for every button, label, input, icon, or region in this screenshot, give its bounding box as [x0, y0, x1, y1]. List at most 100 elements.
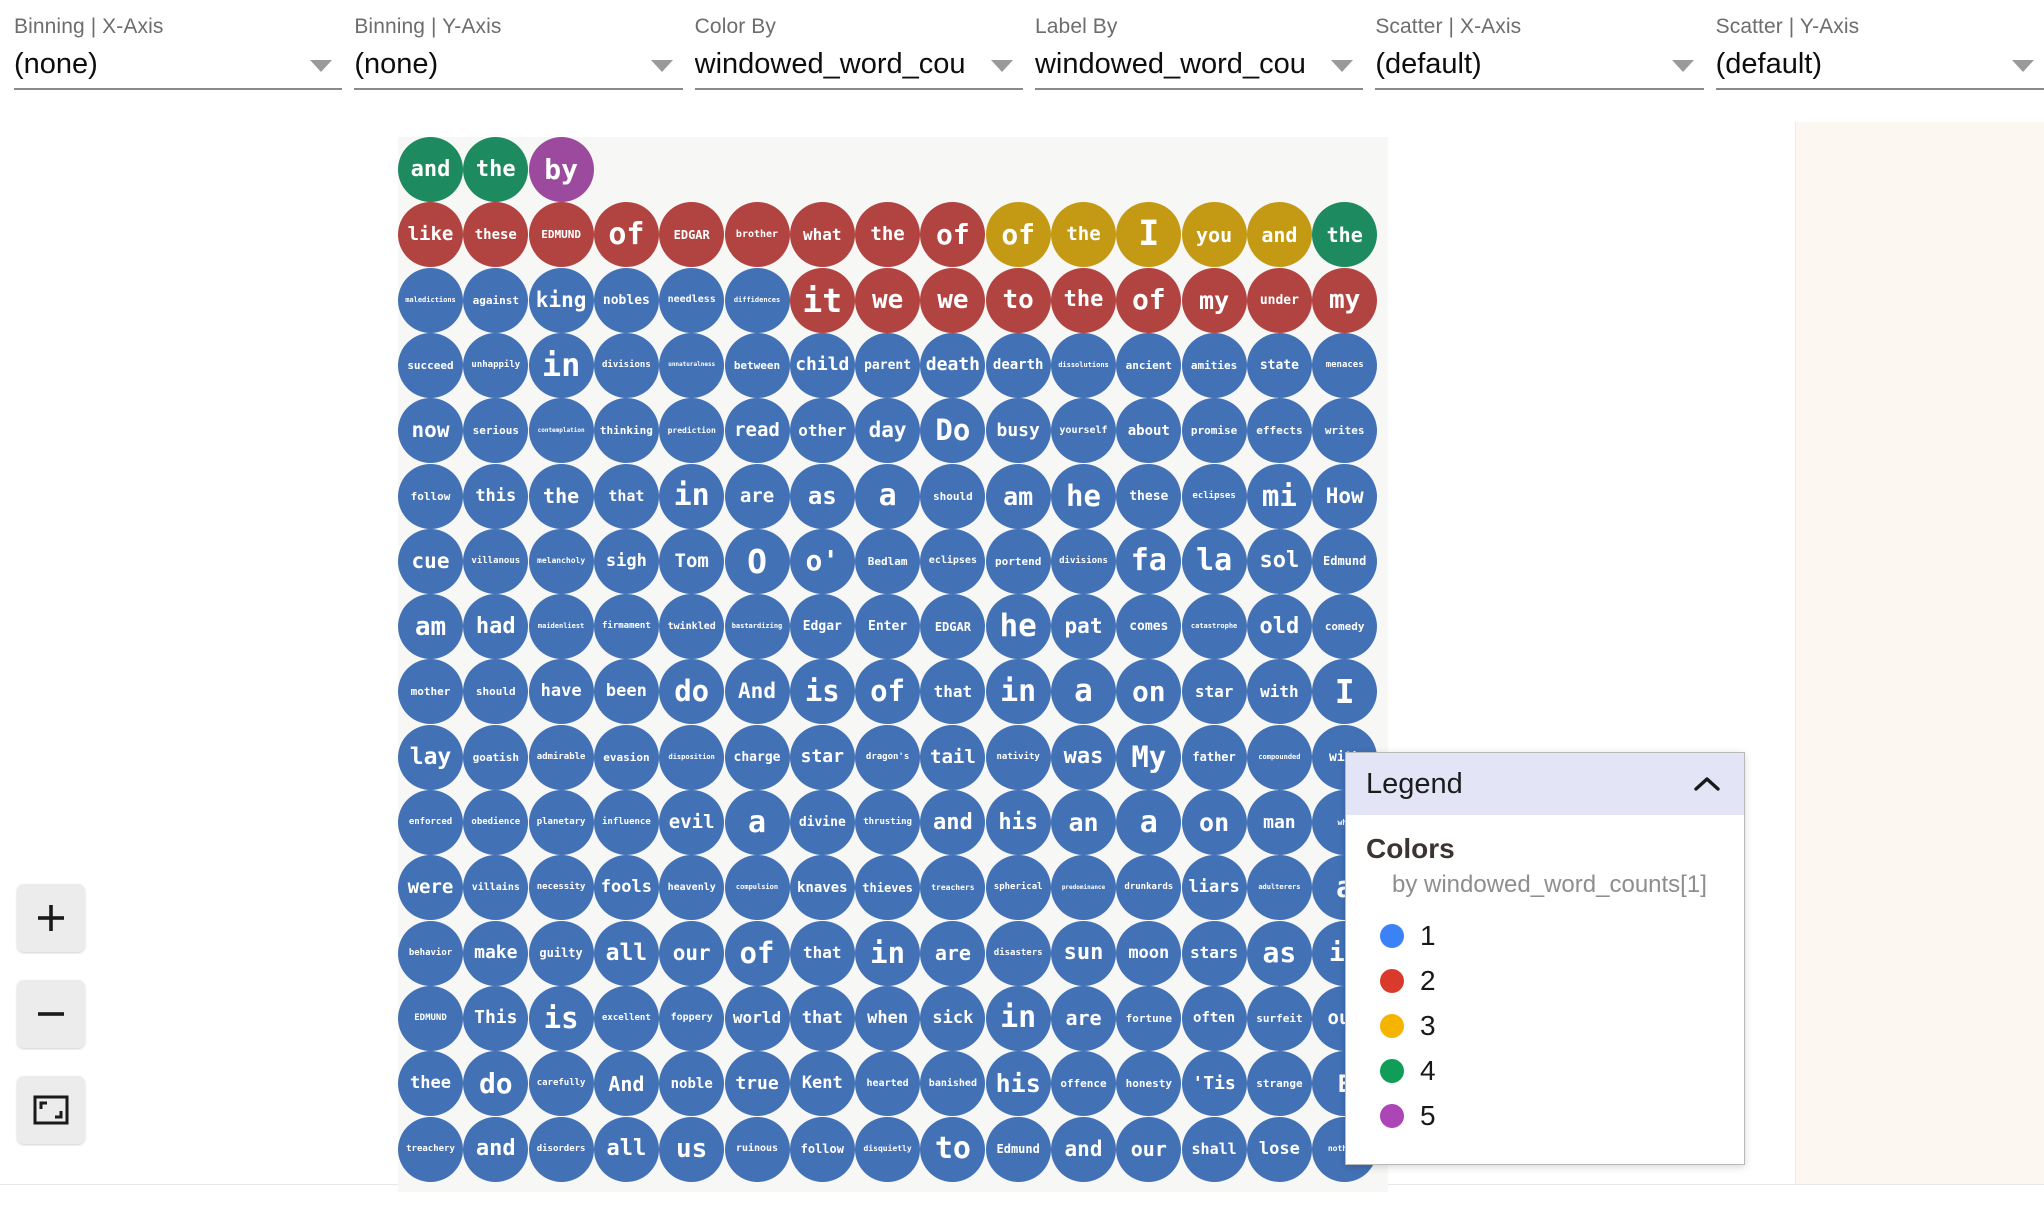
bubble-node[interactable]: about	[1116, 398, 1182, 464]
bubble-node[interactable]: thieves	[855, 855, 921, 921]
bubble-node[interactable]: this	[463, 463, 529, 529]
control-select[interactable]: windowed_word_counts[1]	[694, 40, 1023, 90]
chevron-down-icon[interactable]	[990, 60, 1013, 72]
bubble-node[interactable]: all	[593, 1116, 659, 1182]
bubble-node[interactable]: true	[724, 1051, 790, 1117]
bubble-node[interactable]: This	[463, 985, 529, 1051]
bubble-node[interactable]: admirable	[528, 724, 594, 790]
bubble-node[interactable]: these	[1116, 463, 1182, 529]
bubble-node[interactable]: we	[920, 267, 986, 333]
bubble-node[interactable]: liars	[1181, 855, 1247, 921]
bubble-node[interactable]: as	[1246, 920, 1312, 986]
bubble-node[interactable]: under	[1246, 267, 1312, 333]
bubble-node[interactable]: Edgar	[789, 594, 855, 660]
bubble-node[interactable]: our	[1116, 1116, 1182, 1182]
bubble-node[interactable]: Do	[920, 398, 986, 464]
control-scatter-y-axis[interactable]: Scatter | Y-Axis(default)	[1715, 14, 2044, 90]
bubble-node[interactable]: 'Tis	[1181, 1051, 1247, 1117]
bubble-node[interactable]: foppery	[659, 985, 725, 1051]
bubble-node[interactable]: predominance	[1051, 855, 1116, 921]
bubble-node[interactable]: How	[1312, 463, 1378, 529]
bubble-node[interactable]: when	[855, 985, 921, 1051]
bubble-node[interactable]: do	[659, 659, 725, 725]
bubble-node[interactable]: that	[920, 659, 986, 725]
control-select[interactable]: (default)	[1715, 40, 2044, 90]
bubble-node[interactable]: contemplation	[528, 398, 594, 464]
bubble-node[interactable]: of	[724, 920, 790, 986]
bubble-node[interactable]: are	[920, 920, 986, 986]
bubble-node[interactable]: promise	[1181, 398, 1247, 464]
bubble-node[interactable]: pat	[1051, 594, 1116, 660]
bubble-node[interactable]: of	[920, 202, 986, 268]
bubble-node[interactable]: it	[789, 267, 855, 333]
bubble-node[interactable]: disorders	[528, 1116, 594, 1182]
bubble-node[interactable]: banished	[920, 1051, 986, 1117]
bubble-node[interactable]: fortune	[1116, 985, 1182, 1051]
bubble-node[interactable]: disquietly	[855, 1116, 921, 1182]
bubble-node[interactable]: that	[593, 463, 659, 529]
bubble-node[interactable]: as	[789, 463, 855, 529]
fit-to-screen-button[interactable]	[17, 1076, 85, 1144]
bubble-node[interactable]: twinkled	[659, 594, 725, 660]
control-select[interactable]: (none)	[14, 40, 343, 90]
bubble-node[interactable]: adulterers	[1246, 855, 1312, 921]
bubble-node[interactable]: star	[1181, 659, 1247, 725]
bubble-node[interactable]: prediction	[659, 398, 725, 464]
bubble-node[interactable]: shall	[1181, 1116, 1247, 1182]
legend-header[interactable]: Legend	[1346, 753, 1744, 815]
bubble-node[interactable]: a	[1051, 659, 1116, 725]
bubble-node[interactable]: treachery	[398, 1116, 463, 1182]
bubble-node[interactable]: knaves	[789, 855, 855, 921]
bubble-node[interactable]: in	[855, 920, 921, 986]
bubble-node[interactable]: necessity	[528, 855, 594, 921]
bubble-node[interactable]: state	[1246, 332, 1312, 398]
bubble-node[interactable]: star	[789, 724, 855, 790]
bubble-node[interactable]: fools	[593, 855, 659, 921]
bubble-node[interactable]: bastardizing	[724, 594, 790, 660]
bubble-node[interactable]: a	[1116, 790, 1182, 855]
bubble-node[interactable]: on	[1116, 659, 1182, 725]
bubble-node[interactable]: you	[1181, 202, 1247, 268]
bubble-node[interactable]: like	[398, 202, 463, 268]
bubble-node[interactable]: should	[920, 463, 986, 529]
bubble-node[interactable]: is	[528, 985, 594, 1051]
bubble-node[interactable]: and	[1246, 202, 1312, 268]
bubble-node[interactable]: nativity	[985, 724, 1051, 790]
bubble-node[interactable]: I	[1116, 202, 1182, 268]
bubble-node[interactable]: la	[1181, 528, 1247, 594]
bubble-node[interactable]: thinking	[593, 398, 659, 464]
control-binning-x-axis[interactable]: Binning | X-Axis(none)	[14, 14, 343, 90]
bubble-node[interactable]: of	[593, 202, 659, 268]
bubble-node[interactable]: stars	[1181, 920, 1247, 986]
bubble-node[interactable]: lose	[1246, 1116, 1312, 1182]
bubble-node[interactable]: is	[789, 659, 855, 725]
bubble-node[interactable]: tail	[920, 724, 986, 790]
chevron-down-icon[interactable]	[310, 60, 333, 72]
bubble-node[interactable]: lay	[398, 724, 463, 790]
bubble-node[interactable]: us	[659, 1116, 725, 1182]
bubble-node[interactable]: often	[1181, 985, 1247, 1051]
bubble-node[interactable]: a	[855, 463, 921, 529]
bubble-node[interactable]: honesty	[1116, 1051, 1182, 1117]
bubble-node[interactable]: portend	[985, 528, 1051, 594]
bubble-node[interactable]: EDGAR	[659, 202, 725, 268]
bubble-node[interactable]: follow	[789, 1116, 855, 1182]
bubble-node[interactable]: to	[920, 1116, 986, 1182]
bubble-node[interactable]: of	[985, 202, 1051, 268]
bubble-node[interactable]: eclipses	[1181, 463, 1247, 529]
bubble-node[interactable]: yourself	[1051, 398, 1116, 464]
bubble-node[interactable]: villanous	[463, 528, 529, 594]
bubble-node[interactable]: guilty	[528, 920, 594, 986]
bubble-node[interactable]: villains	[463, 855, 529, 921]
bubble-node[interactable]: we	[855, 267, 921, 333]
bubble-node[interactable]: offence	[1051, 1051, 1116, 1117]
bubble-node[interactable]: busy	[985, 398, 1051, 464]
chevron-down-icon[interactable]	[650, 60, 673, 72]
bubble-node[interactable]: in	[985, 985, 1051, 1051]
bubble-node[interactable]: mother	[398, 659, 463, 725]
bubble-node[interactable]: do	[463, 1051, 529, 1117]
bubble-node[interactable]: maledictions	[398, 267, 463, 333]
